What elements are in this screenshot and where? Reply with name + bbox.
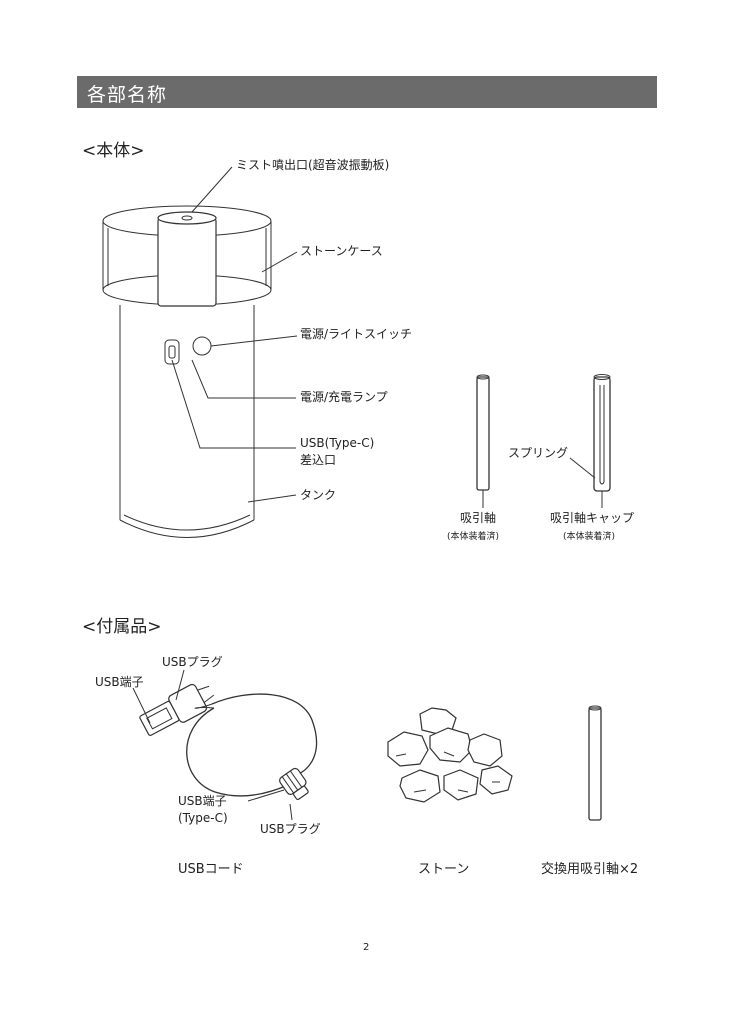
humidifier-body-drawing (103, 206, 271, 538)
label-usb-port-line1: USB(Type-C) (300, 436, 374, 451)
label-wick-note: (本体装着済) (447, 529, 499, 542)
wick-drawing (477, 375, 489, 508)
wick-cap-drawing (570, 375, 610, 509)
label-usb-port-line2: 差込口 (300, 453, 336, 468)
stones-drawing (388, 708, 512, 802)
page-number: 2 (363, 942, 369, 953)
label-wick-cap: 吸引軸キャップ (550, 511, 634, 526)
label-usb-terminal: USB端子 (95, 675, 144, 690)
label-usb-terminal-typec-line1: USB端子 (178, 794, 227, 809)
label-power-light-switch: 電源/ライトスイッチ (300, 327, 412, 342)
label-tank: タンク (300, 488, 336, 503)
label-usb-terminal-typec-line2: (Type-C) (178, 811, 228, 826)
label-stone-case: ストーンケース (300, 244, 383, 259)
caption-stone: ストーン (418, 858, 469, 877)
replacement-wick-drawing (589, 706, 601, 820)
label-wick-cap-note: (本体装着済) (563, 529, 615, 542)
label-power-charge-lamp: 電源/充電ランプ (300, 390, 388, 405)
caption-usb-cord: USBコード (178, 858, 244, 877)
caption-replacement-wick: 交換用吸引軸×2 (541, 858, 638, 877)
label-mist-outlet: ミスト噴出口(超音波振動板) (236, 158, 389, 173)
label-wick: 吸引軸 (460, 511, 496, 526)
label-usb-plug-bottom: USBプラグ (260, 822, 321, 837)
label-spring: スプリング (508, 446, 568, 461)
label-usb-plug-top: USBプラグ (162, 655, 223, 670)
